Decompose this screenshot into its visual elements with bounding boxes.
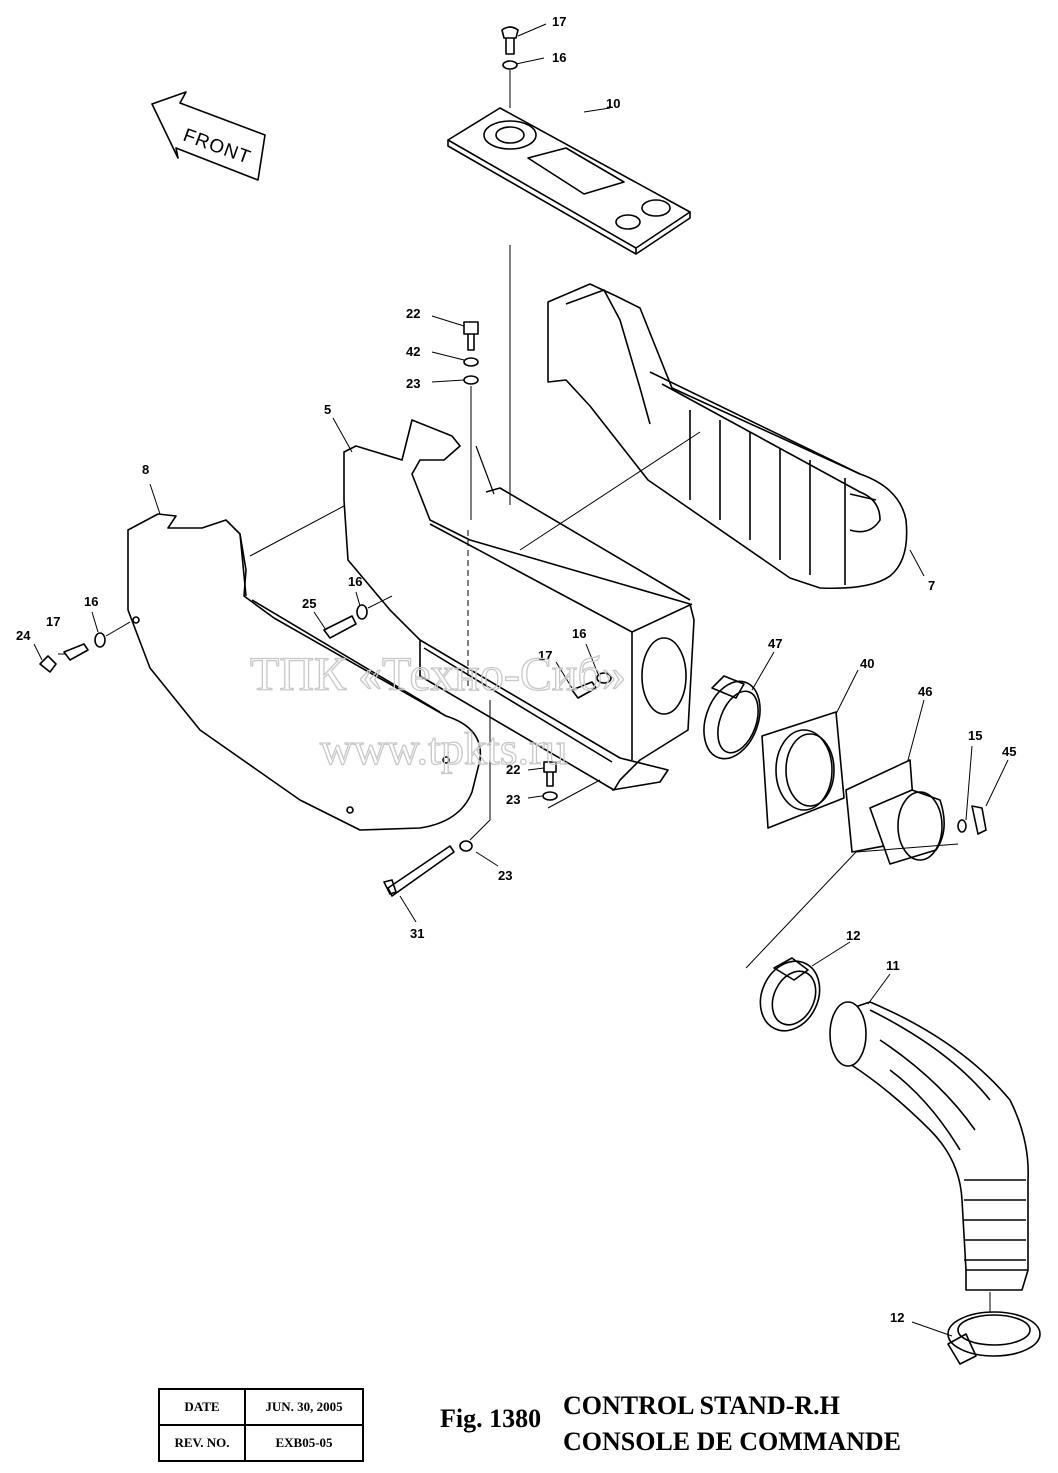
- callout-15: 15: [968, 728, 982, 743]
- callout-25: 25: [302, 596, 316, 611]
- bolt-25: [323, 615, 357, 639]
- washer-15: [957, 819, 967, 833]
- callout-17: 17: [46, 614, 60, 629]
- title-french: CONSOLE DE COMMANDE: [563, 1427, 902, 1456]
- callout-22: 22: [506, 762, 520, 777]
- bolt-22-lower: [543, 761, 557, 787]
- bolt-45: [971, 805, 987, 835]
- callout-23: 23: [498, 868, 512, 883]
- watermark: ТПК «Техно-Сиб» www.tpkts.ru: [249, 647, 626, 774]
- callout-24: 24: [16, 628, 31, 643]
- part-8-side-cover: [127, 513, 482, 831]
- callout-10: 10: [606, 96, 620, 111]
- callout-16: 16: [348, 574, 362, 589]
- washer-16-left: [94, 632, 106, 648]
- callout-11: 11: [886, 958, 900, 973]
- callout-22: 22: [406, 306, 420, 321]
- callout-17: 17: [552, 14, 566, 29]
- callout-17: 17: [538, 648, 552, 663]
- revision-table: DATE JUN. 30, 2005 REV. NO. EXB05-05: [158, 1388, 364, 1462]
- date-value: JUN. 30, 2005: [244, 1388, 364, 1426]
- watermark-line1: ТПК «Техно-Сиб»: [250, 648, 626, 701]
- hose-11: [829, 1001, 1029, 1291]
- callout-7: 7: [928, 578, 935, 593]
- washer-23-upper: [463, 375, 479, 385]
- guide-line-22b: [547, 779, 601, 809]
- callout-45: 45: [1002, 744, 1016, 759]
- title-english: CONTROL STAND-R.H: [563, 1391, 840, 1420]
- callout-16: 16: [572, 626, 586, 641]
- guide-line-17: [105, 621, 131, 637]
- washer-23-bottom: [459, 840, 473, 852]
- callout-16: 16: [552, 50, 566, 65]
- clamp-47: [703, 675, 761, 760]
- washer-16-mid: [356, 604, 368, 620]
- callout-46: 46: [918, 684, 932, 699]
- callout-47: 47: [768, 636, 782, 651]
- bolt-17-center: [571, 681, 597, 699]
- leader-lines: [33, 23, 1009, 1337]
- rev-value: EXB05-05: [244, 1424, 364, 1462]
- clip-24: [39, 655, 57, 673]
- part-5-box: [343, 419, 695, 791]
- rev-label: REV. NO.: [158, 1424, 246, 1462]
- bolt-17-left: [63, 643, 89, 661]
- clamp-12-lower: [947, 1311, 1041, 1365]
- callout-12: 12: [890, 1310, 904, 1325]
- washer-16-top: [502, 60, 518, 70]
- front-arrow: FRONT: [151, 91, 266, 181]
- washer-16-center: [596, 672, 612, 684]
- callout-23: 23: [406, 376, 420, 391]
- guide-line-25: [367, 595, 393, 609]
- callout-40: 40: [860, 656, 874, 671]
- callout-16: 16: [84, 594, 98, 609]
- figure-number: Fig. 1380: [440, 1404, 542, 1433]
- date-label: DATE: [158, 1388, 246, 1426]
- flange-40: [761, 711, 845, 829]
- bolt-22-upper: [463, 321, 479, 351]
- title-block: DATE JUN. 30, 2005 REV. NO. EXB05-05 Fig…: [0, 1380, 1058, 1473]
- duct-46: [845, 759, 945, 865]
- callouts: 17 16 10 22 42 23 5 8 7 16 25 24 17 16 1…: [16, 14, 1016, 1325]
- guide-line-8: [249, 505, 345, 557]
- callout-8: 8: [142, 462, 149, 477]
- bolt-17-top: [501, 26, 519, 55]
- bolt-31: [383, 845, 455, 897]
- figure-titles: CONTROL STAND-R.H CONSOLE DE COMMANDE: [563, 1388, 901, 1460]
- guide-line-7: [519, 431, 701, 551]
- part-10-top-plate: [447, 107, 691, 255]
- washer-23-lower: [542, 791, 558, 801]
- callout-42: 42: [406, 344, 420, 359]
- watermark-line2: www.tpkts.ru: [320, 723, 567, 774]
- clamp-12-upper: [759, 957, 821, 1032]
- guide-line-11: [745, 843, 959, 969]
- callout-12: 12: [846, 928, 860, 943]
- callout-23: 23: [506, 792, 520, 807]
- part-7-rear-cover: [547, 283, 908, 590]
- washer-42: [463, 357, 479, 367]
- exploded-view: FRONT: [16, 14, 1041, 1365]
- callout-5: 5: [324, 402, 331, 417]
- callout-31: 31: [410, 926, 424, 941]
- guide-line-23: [469, 700, 491, 841]
